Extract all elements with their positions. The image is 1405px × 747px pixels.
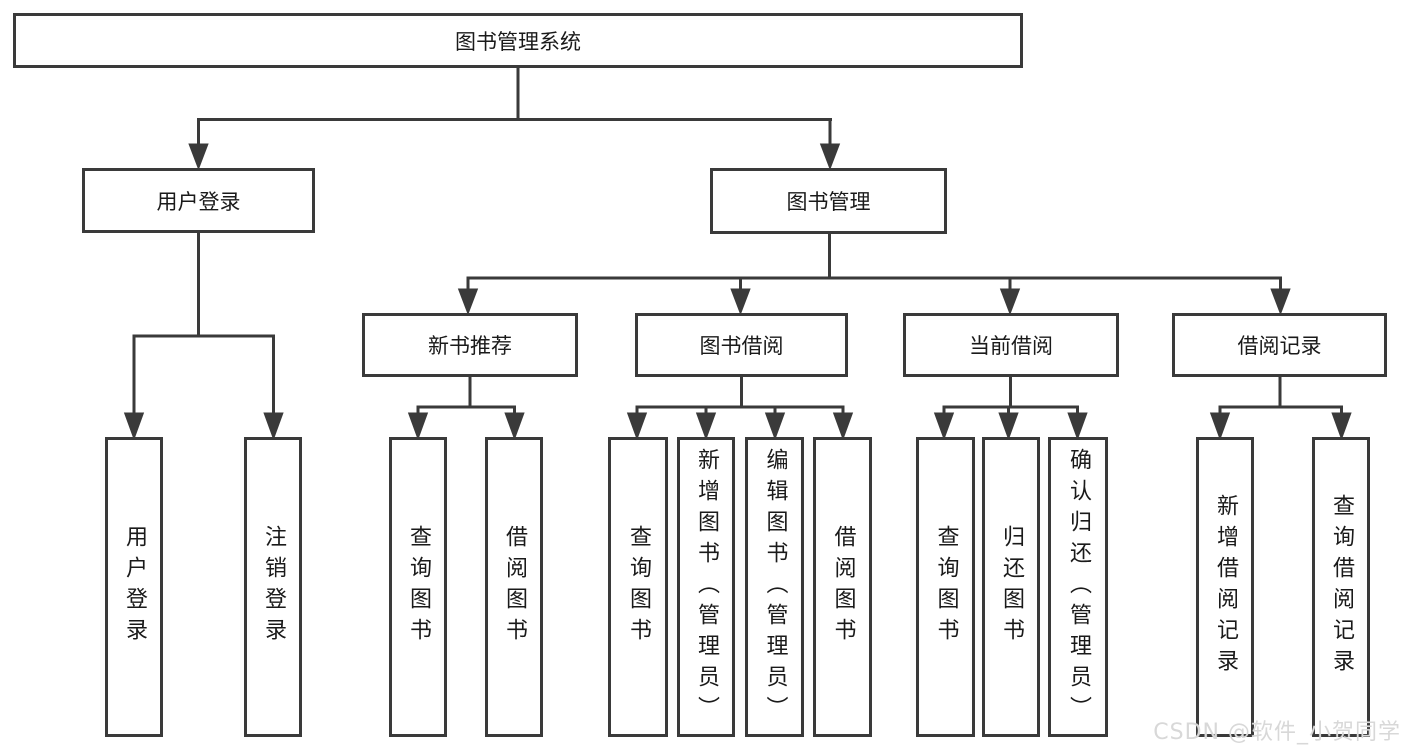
arrowhead-user-login <box>188 143 209 171</box>
leaf-borrow-edit-books-admin: 编辑图书（管理员） <box>745 437 804 737</box>
leaf-newbook-borrow-books: 借阅图书 <box>485 437 543 737</box>
node-user-login: 用户登录 <box>82 168 315 233</box>
arrowhead-cb-return <box>998 412 1019 441</box>
node-book-borrow: 图书借阅 <box>635 313 848 377</box>
arrowhead-current-borrow <box>999 288 1021 316</box>
arrowhead-rec-add <box>1209 412 1231 441</box>
leaf-logout: 注销登录 <box>244 437 302 737</box>
leaf-borrow-add-books-admin: 新增图书（管理员） <box>677 437 735 737</box>
node-current-borrow: 当前借阅 <box>903 313 1119 377</box>
node-borrow-records: 借阅记录 <box>1172 313 1387 377</box>
leaf-borrow-query-books: 查询图书 <box>608 437 668 737</box>
leaf-records-add-record: 新增借阅记录 <box>1196 437 1254 737</box>
arrowhead-bb-borrow <box>832 412 854 441</box>
arrowhead-new-book <box>457 288 479 316</box>
arrowhead-leaf-login <box>123 412 145 441</box>
arrowhead-book-management <box>819 143 841 171</box>
arrowhead-borrow-records <box>1270 288 1291 316</box>
leaf-current-query-books: 查询图书 <box>916 437 975 737</box>
leaf-records-query-record: 查询借阅记录 <box>1312 437 1370 737</box>
arrowhead-cb-confirm <box>1067 412 1088 441</box>
leaf-newbook-query-books: 查询图书 <box>389 437 447 737</box>
arrowhead-cb-query <box>933 412 955 441</box>
leaf-current-return-books: 归还图书 <box>982 437 1040 737</box>
arrowhead-rec-query <box>1331 412 1352 441</box>
node-new-book-recommend: 新书推荐 <box>362 313 578 377</box>
leaf-user-login: 用户登录 <box>105 437 163 737</box>
arrowhead-nb-query <box>407 412 429 441</box>
leaf-current-confirm-return-admin: 确认归还（管理员） <box>1048 437 1108 737</box>
arrowhead-bb-edit <box>764 412 786 441</box>
node-book-management: 图书管理 <box>710 168 947 234</box>
arrowhead-nb-borrow <box>504 412 525 441</box>
arrowhead-bb-query <box>626 412 648 441</box>
arrowhead-book-borrow <box>730 288 751 316</box>
node-library-system: 图书管理系统 <box>13 13 1023 68</box>
arrowhead-leaf-logout <box>263 412 284 441</box>
leaf-borrow-borrow-books: 借阅图书 <box>813 437 872 737</box>
csdn-watermark: CSDN @软件_小贺同学 <box>1153 720 1401 745</box>
arrowhead-bb-add <box>695 412 717 441</box>
